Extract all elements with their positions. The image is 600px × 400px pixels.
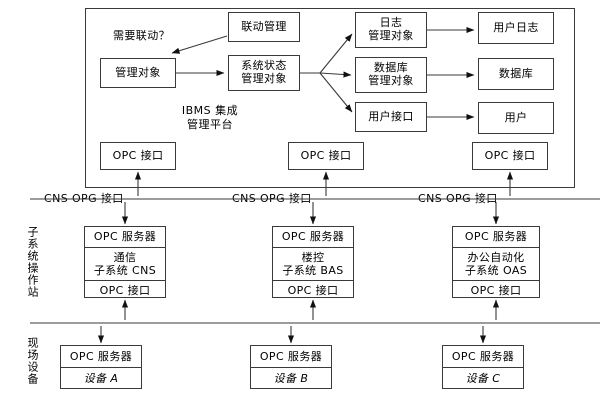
box-linkage-management[interactable]: 联动管理 bbox=[228, 12, 300, 42]
platform-opc-interface-2[interactable]: OPC 接口 bbox=[288, 142, 364, 170]
box-system-state-object[interactable]: 系统状态 管理对象 bbox=[228, 55, 300, 91]
platform-opc-interface-2-label: OPC 接口 bbox=[300, 148, 352, 162]
box-user-label: 用户 bbox=[504, 110, 528, 124]
bus-label-1: CNS OPG 接口 bbox=[44, 192, 124, 205]
box-user[interactable]: 用户 bbox=[478, 102, 554, 134]
subsystem-bas-interface: OPC 接口 bbox=[273, 280, 353, 301]
subsystem-bas-name: 楼控 子系统 BAS bbox=[273, 247, 353, 280]
subsystem-cns-server: OPC 服务器 bbox=[93, 230, 157, 244]
box-user-log-label: 用户日志 bbox=[493, 20, 539, 34]
subsystem-oas-interface: OPC 接口 bbox=[453, 280, 539, 301]
subsystem-bas-server: OPC 服务器 bbox=[281, 230, 345, 244]
device-a[interactable]: OPC 服务器 设备 A bbox=[60, 345, 142, 389]
platform-opc-interface-1[interactable]: OPC 接口 bbox=[100, 142, 176, 170]
box-user-interface[interactable]: 用户接口 bbox=[355, 102, 427, 132]
box-database-label: 数据库 bbox=[498, 66, 534, 80]
box-system-state-object-line1: 系统状态 bbox=[241, 59, 287, 73]
device-b-server: OPC 服务器 bbox=[259, 349, 323, 363]
box-management-object-label: 管理对象 bbox=[115, 65, 161, 79]
box-database-management-object-line1: 数据库 bbox=[373, 61, 409, 75]
box-database-management-object[interactable]: 数据库 管理对象 bbox=[355, 57, 427, 93]
subsystem-cns[interactable]: OPC 服务器 通信 子系统 CNS OPC 接口 bbox=[84, 226, 166, 298]
device-c-name: 设备 C bbox=[443, 367, 523, 389]
subsystem-bas-name-line1: 楼控 bbox=[301, 250, 325, 264]
platform-opc-interface-3-label: OPC 接口 bbox=[484, 148, 536, 162]
subsystem-oas-name: 办公自动化 子系统 OAS bbox=[453, 247, 539, 280]
device-a-server: OPC 服务器 bbox=[69, 349, 133, 363]
box-user-interface-label: 用户接口 bbox=[368, 109, 414, 123]
box-log-management-object-line1: 日志 bbox=[379, 16, 403, 30]
subsystem-cns-name-line1: 通信 bbox=[113, 250, 137, 264]
platform-caption-line1: IBMS 集成 bbox=[181, 104, 239, 117]
box-log-management-object-line2: 管理对象 bbox=[368, 29, 414, 42]
subsystem-bas[interactable]: OPC 服务器 楼控 子系统 BAS OPC 接口 bbox=[272, 226, 354, 298]
layer-label-subsystem-station: 子系统操作站 bbox=[26, 226, 39, 298]
device-c-server: OPC 服务器 bbox=[451, 349, 515, 363]
platform-opc-interface-3[interactable]: OPC 接口 bbox=[472, 142, 548, 170]
device-c[interactable]: OPC 服务器 设备 C bbox=[442, 345, 524, 389]
layer-label-field-devices: 现场设备 bbox=[26, 337, 39, 385]
subsystem-cns-name-line2: 子系统 CNS bbox=[93, 264, 157, 277]
bus-label-3: CNS OPG 接口 bbox=[418, 192, 498, 205]
subsystem-oas[interactable]: OPC 服务器 办公自动化 子系统 OAS OPC 接口 bbox=[452, 226, 540, 298]
box-database[interactable]: 数据库 bbox=[478, 58, 554, 90]
platform-opc-interface-1-label: OPC 接口 bbox=[112, 148, 164, 162]
box-user-log[interactable]: 用户日志 bbox=[478, 12, 554, 44]
subsystem-oas-server: OPC 服务器 bbox=[464, 230, 528, 244]
ibms-platform-frame bbox=[85, 8, 575, 188]
platform-caption: IBMS 集成 管理平台 bbox=[140, 104, 280, 133]
condition-label: 需要联动？ bbox=[113, 29, 170, 42]
bus-label-2: CNS OPG 接口 bbox=[232, 192, 312, 205]
subsystem-bas-name-line2: 子系统 BAS bbox=[282, 264, 344, 277]
platform-caption-line2: 管理平台 bbox=[187, 118, 233, 132]
box-system-state-object-line2: 管理对象 bbox=[241, 72, 287, 85]
device-b-name: 设备 B bbox=[251, 367, 331, 389]
box-linkage-management-label: 联动管理 bbox=[241, 19, 287, 33]
subsystem-oas-name-line1: 办公自动化 bbox=[467, 250, 525, 264]
box-database-management-object-line2: 管理对象 bbox=[368, 74, 414, 87]
subsystem-oas-name-line2: 子系统 OAS bbox=[464, 264, 528, 277]
subsystem-cns-name: 通信 子系统 CNS bbox=[85, 247, 165, 280]
device-b[interactable]: OPC 服务器 设备 B bbox=[250, 345, 332, 389]
box-log-management-object[interactable]: 日志 管理对象 bbox=[355, 12, 427, 48]
subsystem-cns-interface: OPC 接口 bbox=[85, 280, 165, 301]
box-management-object[interactable]: 管理对象 bbox=[100, 58, 176, 88]
device-a-name: 设备 A bbox=[61, 367, 141, 389]
